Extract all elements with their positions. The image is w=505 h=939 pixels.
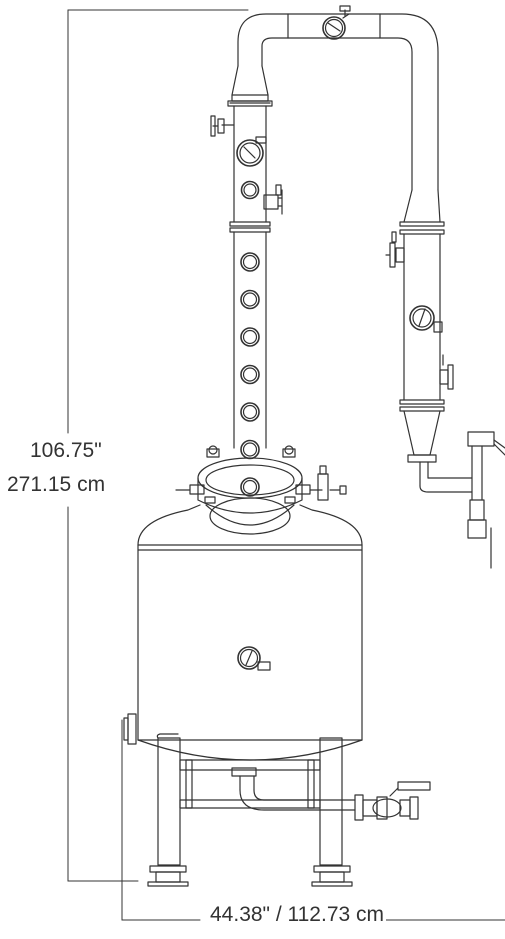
height-metric-label: 271.15 cm: [7, 473, 106, 496]
condenser: [385, 189, 505, 569]
column-viewport: [240, 327, 260, 347]
column-viewport: [240, 289, 260, 310]
column-viewport: [240, 364, 260, 385]
column-viewport-inner: [242, 292, 258, 307]
column-viewport-inner: [242, 367, 258, 382]
column-viewport-inner: [242, 254, 258, 270]
column-viewport: [240, 402, 260, 422]
column-viewport: [240, 252, 260, 272]
column-viewport-inner: [242, 479, 258, 495]
column-viewport-top: [240, 180, 260, 200]
height-imperial-label: 106.75": [30, 439, 102, 462]
column-viewport-inner: [242, 404, 258, 420]
column-viewport: [240, 477, 260, 497]
height-dimension-line: [67, 9, 249, 882]
column-top: [210, 65, 273, 137]
lyne-arm: [237, 5, 439, 191]
column-viewport-inner: [242, 442, 258, 457]
pot-body: [123, 504, 363, 761]
column-viewports: [240, 252, 260, 497]
width-label: 44.38" / 112.73 cm: [208, 903, 387, 926]
legs: [147, 733, 353, 887]
main-column: [229, 105, 283, 449]
drain-valve: [231, 767, 431, 821]
manway: [175, 445, 347, 535]
column-viewport-top-inner: [243, 183, 257, 197]
column-viewport-inner: [242, 329, 258, 345]
